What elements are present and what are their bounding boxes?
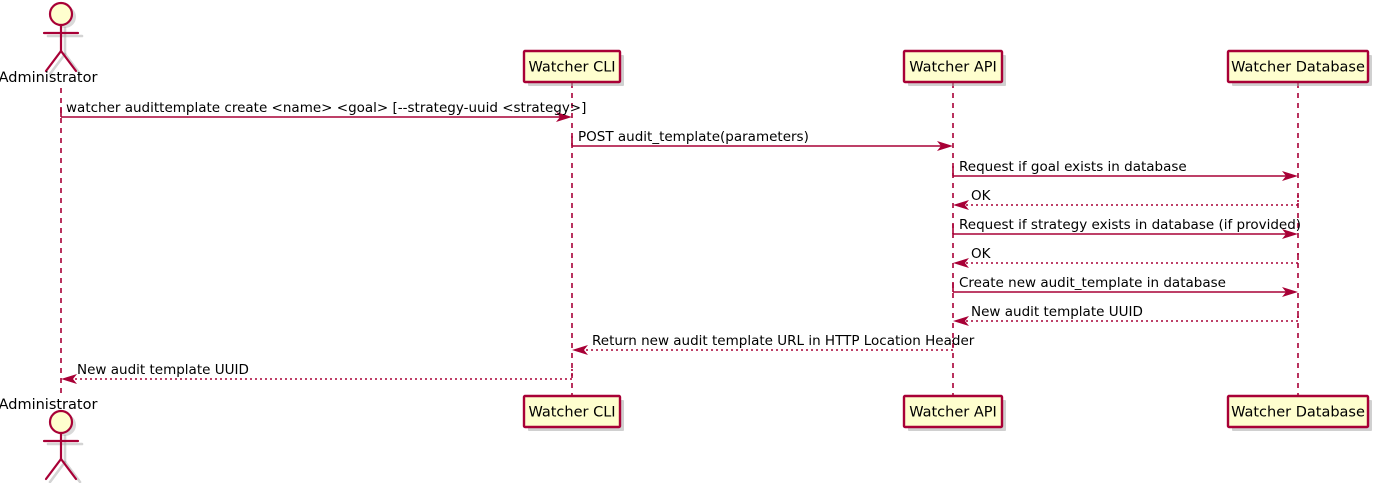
actor-head-icon <box>48 1 74 27</box>
participant-label: Watcher Database <box>1231 60 1365 76</box>
actor-administrator-top[interactable]: Administrator <box>0 1 97 86</box>
actor-label: Administrator <box>0 397 97 413</box>
message-10[interactable]: New audit template UUID <box>61 362 573 384</box>
message-4[interactable]: OK <box>953 188 1299 210</box>
participant-label: Watcher Database <box>1231 405 1365 421</box>
arrowhead-right-icon <box>1282 287 1298 297</box>
message-label: New audit template UUID <box>971 304 1143 320</box>
participant-box[interactable] <box>902 394 1004 429</box>
participant-box[interactable] <box>522 394 622 429</box>
arrowhead-left-icon <box>953 200 969 210</box>
participant-box[interactable] <box>522 49 622 84</box>
arrowhead-right-icon <box>1282 229 1298 239</box>
message-5[interactable]: Request if strategy exists in database (… <box>952 217 1301 239</box>
arrowhead-left-icon <box>61 374 77 384</box>
participant-boxes-bottom: Watcher CLI Watcher API Watcher Database <box>522 394 1372 431</box>
message-label: OK <box>971 246 992 262</box>
message-label: Request if strategy exists in database (… <box>959 217 1301 233</box>
actor-administrator-bottom[interactable]: Administrator <box>0 397 97 483</box>
participant-label: Watcher API <box>909 60 997 76</box>
message-7[interactable]: Create new audit_template in database <box>952 275 1298 297</box>
participant-boxes-top: Watcher CLI Watcher API Watcher Database <box>522 49 1372 86</box>
message-8[interactable]: New audit template UUID <box>953 304 1299 326</box>
participant-watcher-cli-top[interactable]: Watcher CLI <box>522 49 624 86</box>
actor-leg-right <box>59 457 78 481</box>
message-label: OK <box>971 188 992 204</box>
arrowhead-left-icon <box>953 258 969 268</box>
message-9[interactable]: Return new audit template URL in HTTP Lo… <box>572 333 975 355</box>
message-label: Return new audit template URL in HTTP Lo… <box>592 333 975 349</box>
participant-watcher-database-top[interactable]: Watcher Database <box>1226 49 1372 86</box>
arrowhead-right-icon <box>1282 171 1298 181</box>
participant-label: Watcher API <box>909 405 997 421</box>
arrowhead-right-icon <box>556 112 572 122</box>
arrowhead-left-icon <box>953 316 969 326</box>
participant-watcher-api-bottom[interactable]: Watcher API <box>902 394 1006 431</box>
actor-label: Administrator <box>0 70 97 86</box>
message-label: POST audit_template(parameters) <box>578 129 809 145</box>
lifelines-layer <box>60 83 1299 396</box>
participant-watcher-database-bottom[interactable]: Watcher Database <box>1226 394 1372 431</box>
participant-box[interactable] <box>1226 394 1370 429</box>
participant-box[interactable] <box>902 49 1004 84</box>
participant-label: Watcher CLI <box>528 60 615 76</box>
actor-leg-right <box>59 49 78 73</box>
participant-label: Watcher CLI <box>528 405 615 421</box>
message-6[interactable]: OK <box>953 246 1299 268</box>
message-label: New audit template UUID <box>77 362 249 378</box>
actor-head-icon <box>48 409 74 435</box>
participant-box[interactable] <box>1226 49 1370 84</box>
message-label: Request if goal exists in database <box>959 159 1187 175</box>
actor-figure[interactable] <box>42 1 80 73</box>
participant-watcher-cli-bottom[interactable]: Watcher CLI <box>522 394 624 431</box>
message-2[interactable]: POST audit_template(parameters) <box>571 129 953 151</box>
message-3[interactable]: Request if goal exists in database <box>952 159 1298 181</box>
actor-leg-left <box>44 457 63 481</box>
arrowhead-right-icon <box>937 141 953 151</box>
message-label: Create new audit_template in database <box>959 275 1226 291</box>
arrowhead-left-icon <box>572 345 588 355</box>
message-label: watcher audittemplate create <name> <goa… <box>66 100 586 116</box>
actor-figure[interactable] <box>42 409 80 481</box>
message-1[interactable]: watcher audittemplate create <name> <goa… <box>60 100 586 122</box>
participant-watcher-api-top[interactable]: Watcher API <box>902 49 1006 86</box>
actor-leg-left <box>44 49 63 73</box>
messages-layer: watcher audittemplate create <name> <goa… <box>60 100 1301 384</box>
